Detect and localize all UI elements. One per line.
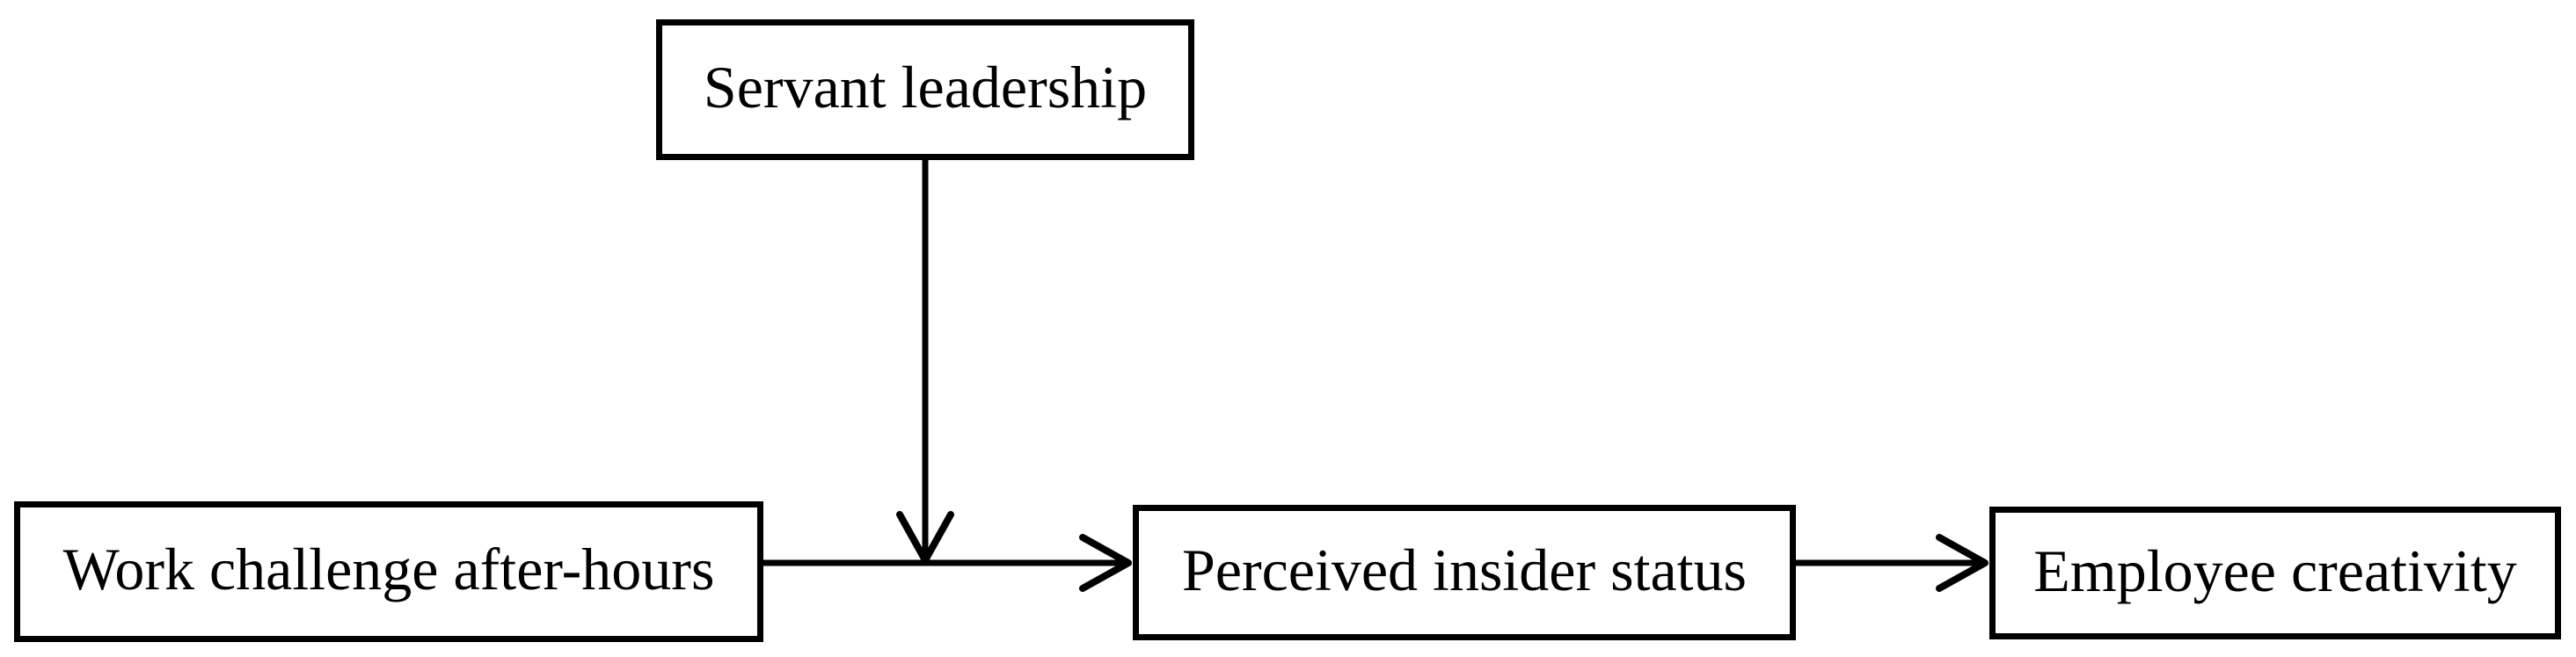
node-employee-creativity-label: Employee creativity xyxy=(2033,537,2517,604)
node-work-challenge-after-hours: Work challenge after-hours xyxy=(14,501,763,642)
node-servant-leadership-label: Servant leadership xyxy=(703,54,1148,120)
node-servant-leadership: Servant leadership xyxy=(656,19,1194,160)
arrow-servant-to-path xyxy=(896,160,954,564)
node-perceived-insider-status: Perceived insider status xyxy=(1133,505,1796,640)
arrow-work-to-insider xyxy=(762,534,1132,592)
node-perceived-insider-status-label: Perceived insider status xyxy=(1181,537,1748,603)
arrow-insider-to-creativity xyxy=(1796,534,1989,592)
node-employee-creativity: Employee creativity xyxy=(1989,507,2561,639)
node-work-challenge-after-hours-label: Work challenge after-hours xyxy=(62,536,715,602)
